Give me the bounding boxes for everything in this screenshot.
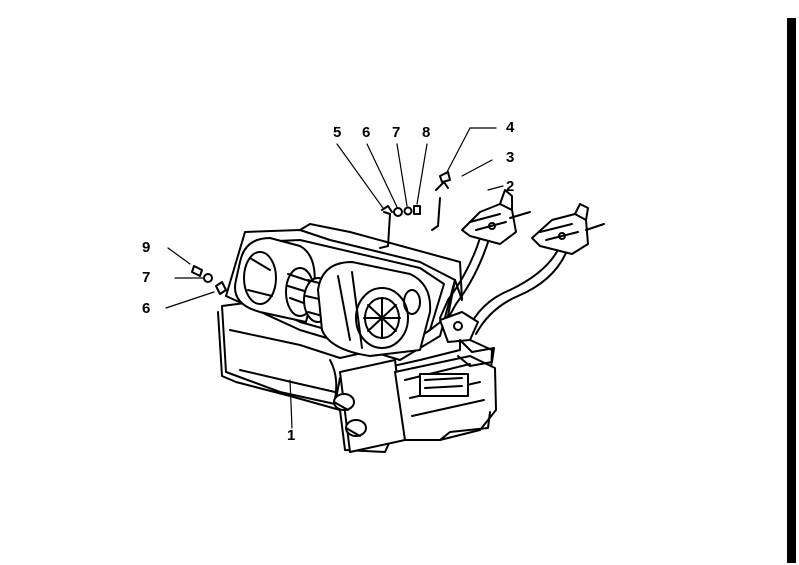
heater-core-box xyxy=(394,355,497,441)
callout-5: 5 xyxy=(333,124,342,141)
callout-6-top: 6 xyxy=(362,124,371,141)
callout-4: 4 xyxy=(506,119,515,136)
small-parts-top xyxy=(379,171,451,249)
front-plate xyxy=(333,359,406,453)
callout-8: 8 xyxy=(422,124,431,141)
callout-3: 3 xyxy=(506,149,515,166)
callout-7-top: 7 xyxy=(392,124,401,141)
control-lever-front xyxy=(461,189,531,245)
page-edge-bar xyxy=(787,18,796,563)
control-cables xyxy=(439,235,569,335)
callout-1: 1 xyxy=(287,427,296,444)
small-parts-left xyxy=(191,265,227,295)
control-lever-rear xyxy=(531,203,605,255)
flap-linkage xyxy=(439,311,495,367)
right-blower xyxy=(317,261,432,357)
callout-2: 2 xyxy=(506,178,515,195)
callout-7-left: 7 xyxy=(142,269,151,286)
leader-lines xyxy=(165,127,504,429)
callout-9-left: 9 xyxy=(142,239,151,256)
callout-6-left: 6 xyxy=(142,300,151,317)
